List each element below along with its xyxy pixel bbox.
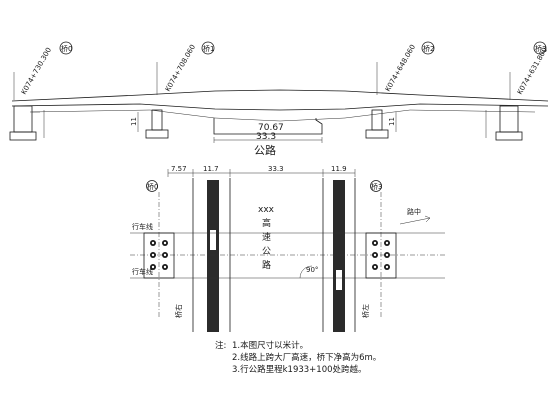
station-tag-2: 桥2: [423, 44, 434, 53]
angle-label: 90°: [306, 266, 318, 274]
notes-line-1: 1.本图尺寸以米计。: [232, 340, 308, 351]
line-label-bottom: 行车线: [132, 267, 153, 276]
median-strip-left: [207, 180, 219, 332]
plan-dim-1: 11.7: [203, 165, 219, 173]
station-tag-circle-1: [201, 41, 215, 55]
plan-pier-tag-circle-left: [146, 180, 158, 192]
plan-dim-0: 7.57: [171, 165, 187, 173]
median-strip-right: [333, 180, 345, 332]
pier-height-left: 11: [130, 117, 138, 126]
station-tag-circle-0: [59, 41, 73, 55]
svg-text:速: 速: [262, 232, 271, 243]
station-tag-3: 桥3: [535, 44, 546, 53]
side-label-right: 桥左: [361, 304, 370, 318]
plan-pier-tag-right: 桥3: [371, 182, 382, 191]
abutment-left: [13, 105, 33, 133]
station-label-3: K074+631.800: [516, 46, 549, 96]
angle-arc: [299, 265, 313, 279]
pier-2: [371, 109, 383, 131]
svg-text:路: 路: [262, 259, 271, 271]
line-label-top: 行车线: [132, 222, 153, 231]
plan-dim-2: 33.3: [268, 165, 284, 173]
station-tag-1: 桥1: [203, 44, 214, 53]
svg-text:xxx: xxx: [258, 205, 275, 215]
notes-title: 注:: [215, 340, 226, 351]
road-label: 公路: [254, 144, 276, 157]
svg-text:高: 高: [262, 217, 271, 229]
station-label-0: K074+730.300: [20, 46, 53, 96]
plan-pier-tag-circle-right: [370, 180, 382, 192]
piles-left: [150, 240, 168, 270]
station-tag-circle-2: [421, 41, 435, 55]
flow-label: 路中: [407, 207, 421, 216]
road-width: 33.3: [256, 132, 276, 142]
abutment-right: [499, 105, 519, 133]
station-tag-0: 桥0: [61, 44, 72, 53]
pier-1: [151, 109, 163, 131]
notes-line-2: 2.线路上跨大厂高速，桥下净高为6m。: [232, 352, 381, 363]
pier-height-right: 11: [388, 117, 396, 126]
clear-width: 70.67: [258, 123, 284, 133]
station-label-1: K074+708.060: [164, 43, 197, 93]
plan-view: 7.57 11.7 33.3 11.9 行车线 行车线: [130, 165, 445, 332]
piles-right: [372, 240, 390, 270]
station-tag-circle-3: [533, 41, 547, 55]
highway-label: xxx 高 速 公 路: [258, 205, 275, 271]
clearance-box: [213, 118, 323, 135]
notes-line-3: 3.行公路里程k1933+100处跨越。: [232, 364, 367, 375]
plan-dim-3: 11.9: [331, 165, 347, 173]
plan-pier-tag-left: 桥0: [147, 182, 158, 191]
station-label-2: K074+648.060: [384, 43, 417, 93]
notes-block: 注: 1.本图尺寸以米计。 2.线路上跨大厂高速，桥下净高为6m。 3.行公路里…: [215, 340, 381, 375]
side-label-left: 桥右: [174, 304, 183, 318]
svg-text:公: 公: [262, 246, 271, 257]
elevation-view: 11 11 70.67 33.3 公路 K074+730.300 K074+70…: [9, 41, 549, 157]
